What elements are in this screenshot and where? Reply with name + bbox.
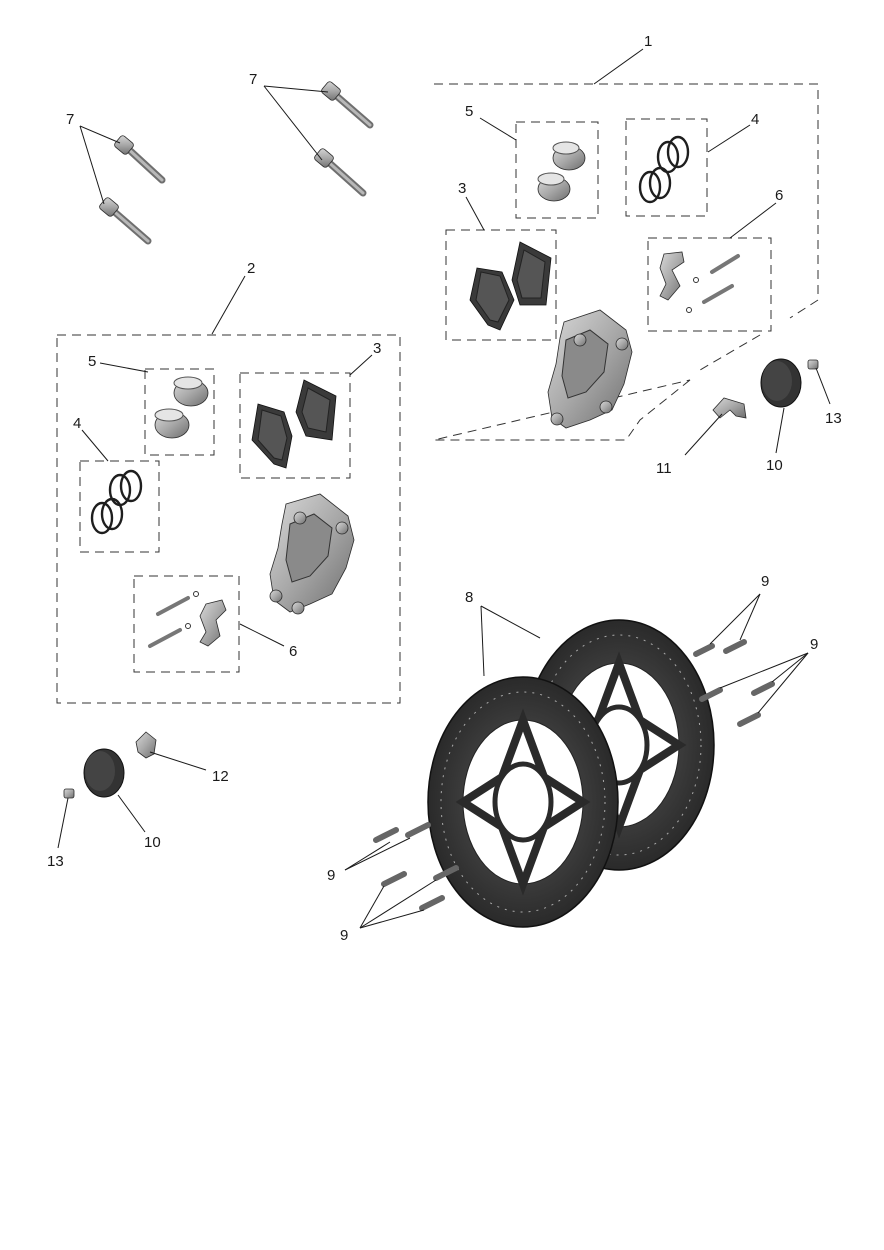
- callout-1: 1: [644, 33, 652, 50]
- disc-bolts-upper-right: [693, 639, 747, 657]
- callout-10-kit1: 10: [766, 457, 783, 474]
- kit2-reflector-screw: [63, 788, 75, 799]
- caliper-bolt-upper-left: [114, 135, 166, 184]
- callout-5-kit2: 5: [88, 353, 96, 370]
- kit1-caliper-body: [547, 309, 633, 429]
- caliper-kit-2-box: [56, 334, 401, 704]
- kit1-reflector-screw: [807, 359, 819, 370]
- callout-5-kit1: 5: [465, 103, 473, 120]
- kit1-pad-spring: [712, 397, 747, 419]
- callout-3-kit1: 3: [458, 180, 466, 197]
- kit2-pad-spring: [135, 731, 157, 759]
- kit2-reflector: [83, 748, 125, 798]
- kit2-seal-box: [79, 460, 160, 553]
- callout-4-kit1: 4: [751, 111, 759, 128]
- callout-9-lower-left: 9: [340, 927, 348, 944]
- kit2-caliper-body: [269, 493, 355, 615]
- callout-3-kit2: 3: [373, 340, 381, 357]
- disc-bolts-upper-left: [373, 822, 431, 843]
- kit2-piston-box: [144, 368, 215, 456]
- kit2-pistons: [154, 376, 209, 439]
- callout-9-upper-right: 9: [761, 573, 769, 590]
- callout-9-middle-right: 9: [810, 636, 818, 653]
- kit1-pin-box: [647, 237, 772, 332]
- kit2-seals: [90, 469, 143, 535]
- kit2-brake-pads: [251, 379, 337, 469]
- kit2-pins: [148, 591, 227, 648]
- callout-11: 11: [656, 460, 672, 477]
- callout-13-kit1: 13: [825, 410, 842, 427]
- callout-2: 2: [247, 260, 255, 277]
- callout-10-kit2: 10: [144, 834, 161, 851]
- callout-13-kit2: 13: [47, 853, 64, 870]
- caliper-bolt-lower-left: [99, 197, 152, 245]
- disc-bolts-lower-left: [381, 865, 459, 911]
- callout-6-kit2: 6: [289, 643, 297, 660]
- kit1-pins: [659, 251, 740, 313]
- kit2-pad-box: [239, 372, 351, 479]
- kit1-brake-pads: [469, 241, 552, 331]
- callout-12: 12: [212, 768, 229, 785]
- callout-7-left: 7: [66, 111, 74, 128]
- callout-9-upper-left: 9: [327, 867, 335, 884]
- callout-4-kit2: 4: [73, 415, 81, 432]
- callout-7-right: 7: [249, 71, 257, 88]
- kit2-pin-box: [133, 575, 240, 673]
- kit1-seal-box: [625, 118, 708, 217]
- callout-8: 8: [465, 589, 473, 606]
- brake-disc-front: [427, 676, 619, 928]
- kit1-pistons: [537, 141, 586, 202]
- caliper-bolt-lower-right: [314, 148, 367, 197]
- kit1-pad-box: [445, 229, 557, 341]
- leader-lines: [57, 48, 831, 929]
- caliper-bolt-upper-right: [321, 81, 374, 129]
- kit1-seals: [638, 135, 690, 204]
- kit1-reflector: [760, 358, 802, 408]
- caliper-kit-1-box: [433, 83, 819, 441]
- disc-bolts-middle-right: [699, 681, 775, 727]
- kit1-piston-box: [515, 121, 599, 219]
- callout-6-kit1: 6: [775, 187, 783, 204]
